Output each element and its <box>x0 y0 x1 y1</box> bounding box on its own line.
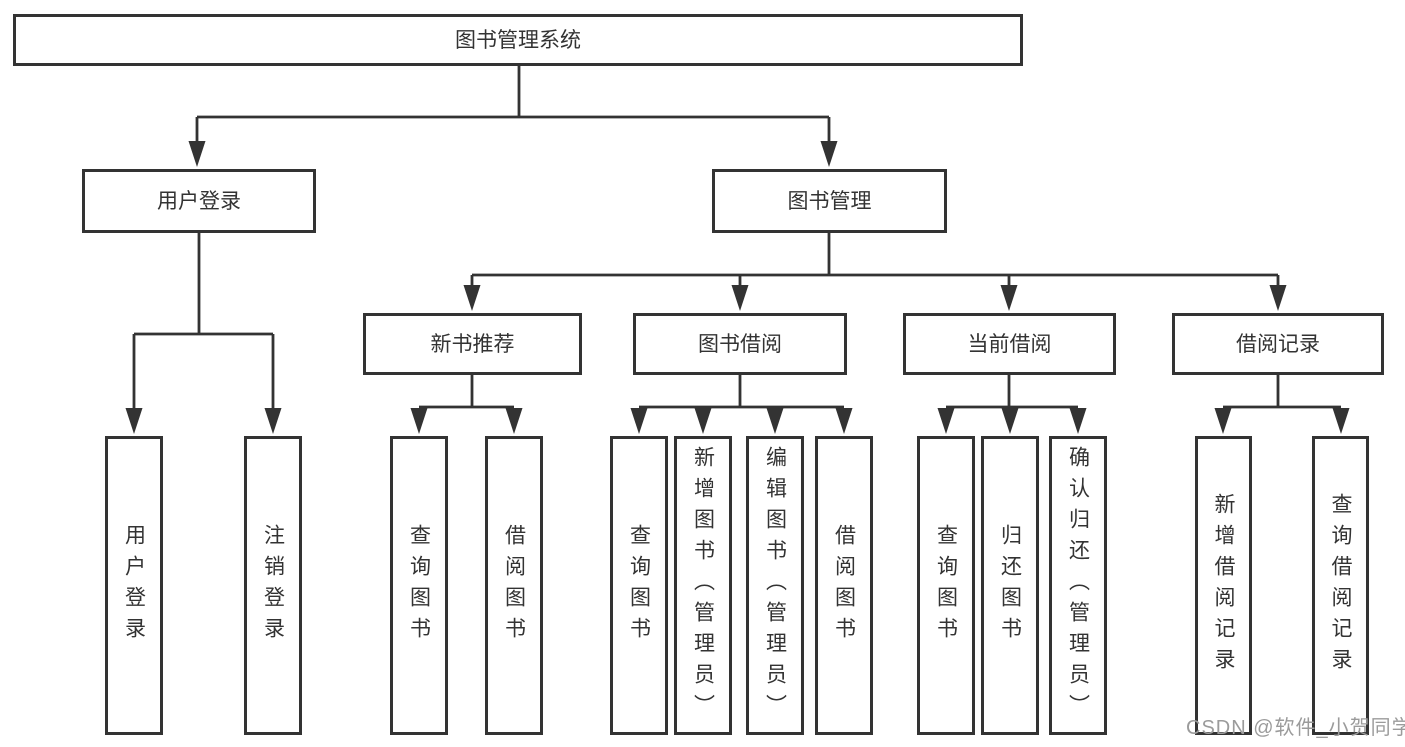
node-leaf-return-books: 归还图书 <box>981 436 1039 735</box>
node-leaf-query-books-2: 查询图书 <box>610 436 668 735</box>
node-leaf-add-borrow-record: 新增借阅记录 <box>1195 436 1252 735</box>
node-user-login: 用户登录 <box>82 169 316 233</box>
connector-new-books <box>410 375 523 434</box>
node-leaf-borrow-books-1: 借阅图书 <box>485 436 543 735</box>
connector-book-borrow <box>630 375 853 434</box>
node-new-book-recommend: 新书推荐 <box>363 313 582 375</box>
connector-current-borrow <box>937 375 1087 434</box>
node-leaf-user-login: 用户登录 <box>105 436 163 735</box>
node-leaf-query-books-3: 查询图书 <box>917 436 975 735</box>
node-leaf-edit-books-admin: 编辑图书（管理员） <box>746 436 804 735</box>
node-leaf-logout: 注销登录 <box>244 436 302 735</box>
connector-borrow-records <box>1214 375 1350 434</box>
connector-book-mgmt <box>463 233 1287 311</box>
connector-user-login <box>125 233 282 434</box>
node-current-borrowing: 当前借阅 <box>903 313 1116 375</box>
connector-root <box>188 66 838 167</box>
node-book-management: 图书管理 <box>712 169 947 233</box>
node-borrowing-records: 借阅记录 <box>1172 313 1384 375</box>
node-book-borrowing: 图书借阅 <box>633 313 847 375</box>
node-leaf-query-books-1: 查询图书 <box>390 436 448 735</box>
csdn-watermark: CSDN @软件_小贺同学 <box>1186 717 1405 739</box>
node-leaf-add-books-admin: 新增图书（管理员） <box>674 436 732 735</box>
node-leaf-query-borrow-record: 查询借阅记录 <box>1312 436 1369 735</box>
node-root-system: 图书管理系统 <box>13 14 1023 66</box>
node-leaf-borrow-books-2: 借阅图书 <box>815 436 873 735</box>
node-leaf-confirm-return-admin: 确认归还（管理员） <box>1049 436 1107 735</box>
